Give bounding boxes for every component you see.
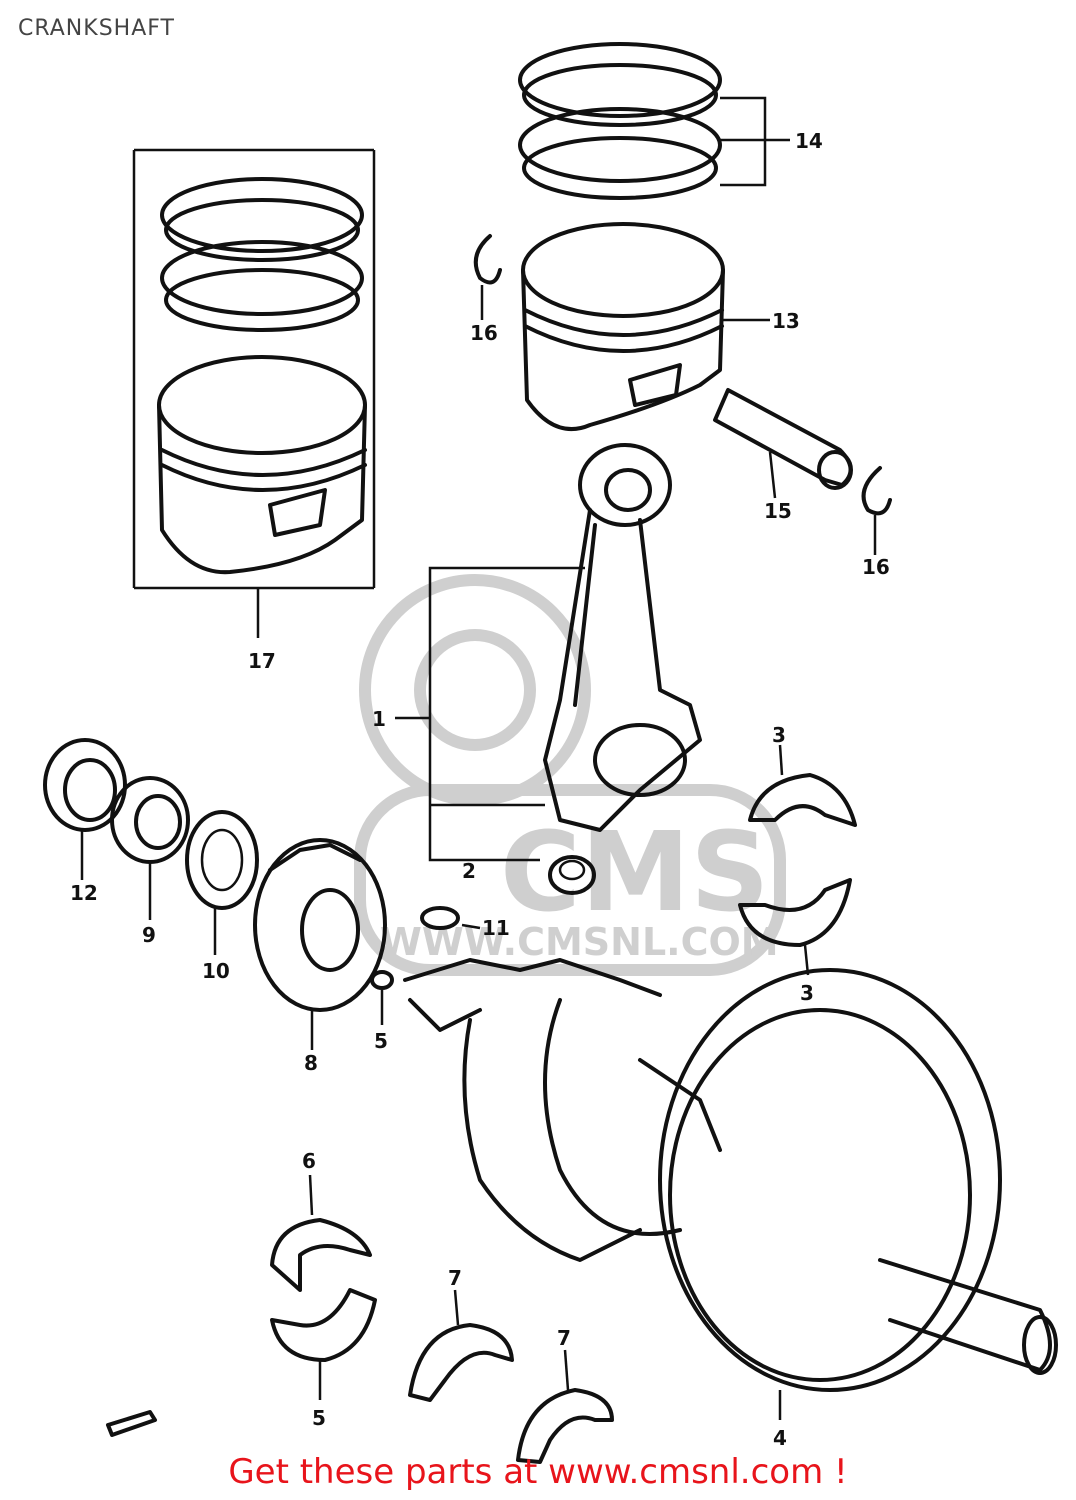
dowel-pin <box>420 906 481 930</box>
callout-4: 4 <box>773 1426 787 1450</box>
callout-2: 2 <box>462 859 476 883</box>
crankshaft <box>403 958 1058 1420</box>
washer <box>185 810 259 955</box>
rod-nut <box>548 855 596 895</box>
callout-9: 9 <box>142 923 156 947</box>
crank-bearing-upper <box>270 1174 372 1292</box>
primary-gear <box>253 838 387 1050</box>
callout-3-upper: 3 <box>772 723 786 747</box>
crank-bearing-lower <box>270 1288 377 1400</box>
right-piston <box>521 222 770 431</box>
page-title: CRANKSHAFT <box>18 16 175 41</box>
callout-11: 11 <box>482 916 510 940</box>
callout-14: 14 <box>795 129 823 153</box>
circlip-right <box>861 466 892 555</box>
watermark-brand: CMS <box>500 808 769 936</box>
callout-10: 10 <box>202 959 230 983</box>
conrod-bearing-upper <box>748 744 857 827</box>
connecting-rod <box>395 443 702 862</box>
callout-15: 15 <box>764 499 792 523</box>
woodruff-key <box>370 970 394 1025</box>
footer-shop-link[interactable]: Get these parts at www.cmsnl.com ! <box>228 1452 848 1492</box>
callout-6: 6 <box>302 1149 316 1173</box>
piston-pin <box>713 388 853 499</box>
right-piston-rings <box>518 42 790 200</box>
callout-16-upper: 16 <box>470 321 498 345</box>
callout-5-upper: 5 <box>374 1029 388 1053</box>
left-piston-rings <box>160 177 364 332</box>
callout-7-left: 7 <box>448 1266 462 1290</box>
piston-assembly-box <box>132 148 376 638</box>
ball-bearing <box>110 776 190 920</box>
callout-5-lower: 5 <box>312 1406 326 1430</box>
callout-13: 13 <box>772 309 800 333</box>
callout-16-lower: 16 <box>862 555 890 579</box>
thrust-washer-right <box>516 1349 614 1464</box>
thrust-washer-left <box>408 1289 514 1402</box>
callout-labels: 1 2 3 3 4 5 5 6 7 7 8 9 10 11 12 13 14 1… <box>70 129 890 1450</box>
callout-17: 17 <box>248 649 276 673</box>
callout-8: 8 <box>304 1051 318 1075</box>
callout-3-lower: 3 <box>800 981 814 1005</box>
circlip-left <box>473 234 502 320</box>
callout-7-right: 7 <box>557 1326 571 1350</box>
callout-12: 12 <box>70 881 98 905</box>
figure-code-mark <box>106 1410 157 1437</box>
callout-1: 1 <box>372 707 386 731</box>
left-piston <box>157 355 367 575</box>
oil-seal <box>43 738 127 880</box>
